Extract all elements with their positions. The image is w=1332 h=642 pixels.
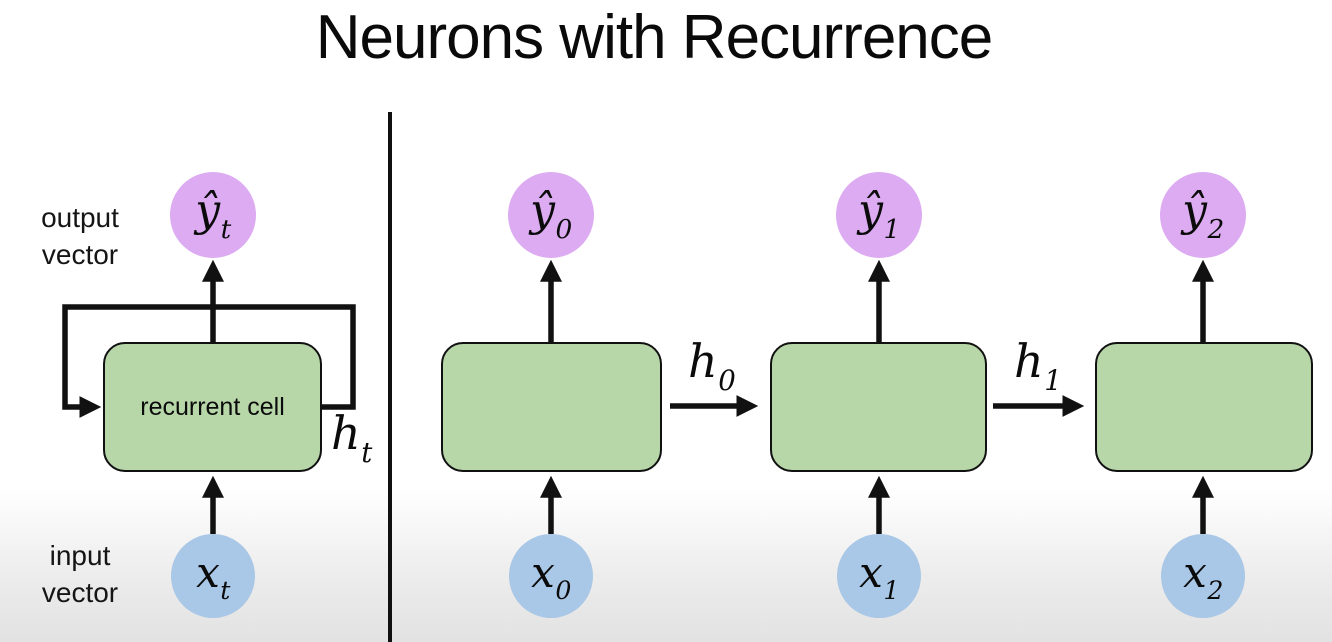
hidden-link-label-h0: h0 (688, 334, 736, 398)
hidden-link-label-h1: h1 (1014, 334, 1062, 398)
input-node-x2: x2 (1161, 534, 1245, 618)
output-node-yt-label: ŷt (195, 185, 232, 246)
input-node-x0: x0 (509, 534, 593, 618)
input-node-x0-label: x0 (531, 547, 572, 606)
output-node-y2: ŷ2 (1160, 172, 1246, 258)
input-node-xt-label: xt (196, 547, 231, 606)
cell-box-0 (441, 342, 662, 472)
output-vector-caption: output vector (41, 202, 119, 270)
output-node-y0: ŷ0 (508, 172, 594, 258)
output-node-y1-label: ŷ1 (858, 185, 901, 246)
feedback-loop-arrow (62, 304, 356, 418)
input-node-x2-label: x2 (1183, 547, 1224, 606)
input-node-x1-label: x1 (859, 547, 900, 606)
input-node-xt: xt (171, 534, 255, 618)
section-divider (388, 112, 392, 642)
input-node-x1: x1 (837, 534, 921, 618)
output-node-y1: ŷ1 (836, 172, 922, 258)
cell-box-2 (1095, 342, 1313, 472)
input-vector-caption: input vector (41, 540, 119, 608)
recurrent-cell-box: recurrent cell (103, 342, 322, 472)
output-node-y0-label: ŷ0 (530, 185, 573, 246)
recurrent-cell-label: recurrent cell (140, 392, 285, 421)
slide-title: Neurons with Recurrence (315, 3, 994, 72)
cell-box-1 (770, 342, 987, 472)
hidden-state-label-ht: ht (331, 406, 373, 470)
output-node-y2-label: ŷ2 (1182, 185, 1225, 246)
output-node-yt: ŷt (170, 172, 256, 258)
